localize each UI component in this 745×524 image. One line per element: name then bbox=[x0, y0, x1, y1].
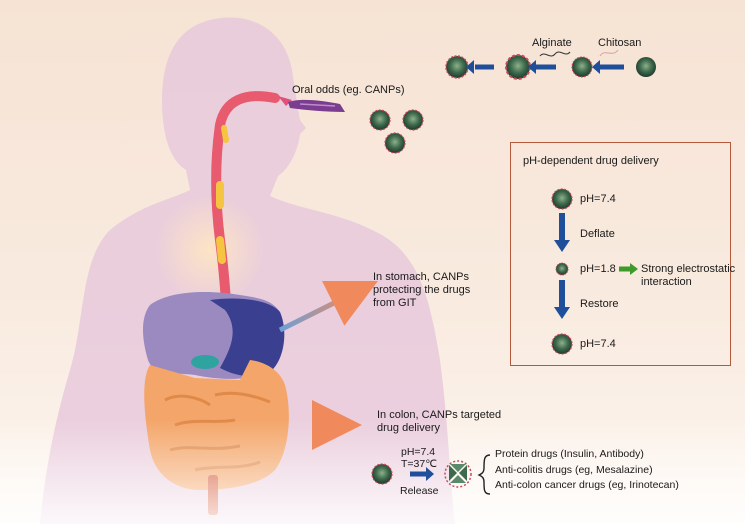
esophagus bbox=[211, 91, 280, 305]
colon-label-line2: drug delivery bbox=[377, 422, 440, 434]
glow bbox=[155, 195, 265, 305]
ph-acid-label: pH=1.8 bbox=[580, 263, 616, 275]
stomach-label-line3: from GIT bbox=[373, 297, 417, 309]
ph-panel-title: pH-dependent drug delivery bbox=[523, 155, 659, 167]
colon-label-line1: In colon, CANPs targeted bbox=[377, 409, 502, 421]
release-row bbox=[371, 454, 491, 495]
drug-item: Protein drugs (Insulin, Antibody) bbox=[495, 448, 644, 460]
ph-dependent-panel bbox=[510, 142, 731, 366]
ph-panel-graphics bbox=[551, 188, 638, 355]
drug-list: Protein drugs (Insulin, Antibody) Anti-c… bbox=[495, 448, 679, 492]
interaction-line2: interaction bbox=[641, 276, 692, 288]
release-label: Release bbox=[400, 485, 439, 497]
colon-label: In colon, CANPs targeted drug delivery bbox=[377, 409, 501, 435]
deflate-label: Deflate bbox=[580, 228, 615, 240]
stomach-label-line2: protecting the drugs bbox=[373, 284, 471, 296]
stomach-organ bbox=[143, 292, 285, 379]
oral-nanoparticles bbox=[369, 109, 424, 154]
release-ph: pH=7.4 bbox=[401, 446, 436, 458]
interaction-line1: Strong electrostatic bbox=[641, 263, 736, 275]
alginate-label: Alginate bbox=[532, 37, 572, 49]
ph-end-label: pH=7.4 bbox=[580, 338, 616, 350]
stomach-label-line1: In stomach, CANPs bbox=[373, 271, 469, 283]
ph-start-label: pH=7.4 bbox=[580, 193, 616, 205]
drug-item: Anti-colon cancer drugs (eg, Irinotecan) bbox=[495, 479, 679, 491]
chitosan-label: Chitosan bbox=[598, 37, 642, 49]
stomach-label: In stomach, CANPs protecting the drugs f… bbox=[373, 271, 470, 310]
synthesis-row bbox=[445, 49, 656, 80]
release-temp: T=37℃ bbox=[401, 458, 438, 470]
capsule-icon bbox=[278, 96, 345, 112]
stomach-arrow bbox=[278, 281, 378, 333]
oral-label: Oral odds (eg. CANPs) bbox=[292, 84, 405, 96]
restore-label: Restore bbox=[580, 298, 619, 310]
drug-item: Anti-colitis drugs (eg, Mesalazine) bbox=[495, 463, 653, 476]
